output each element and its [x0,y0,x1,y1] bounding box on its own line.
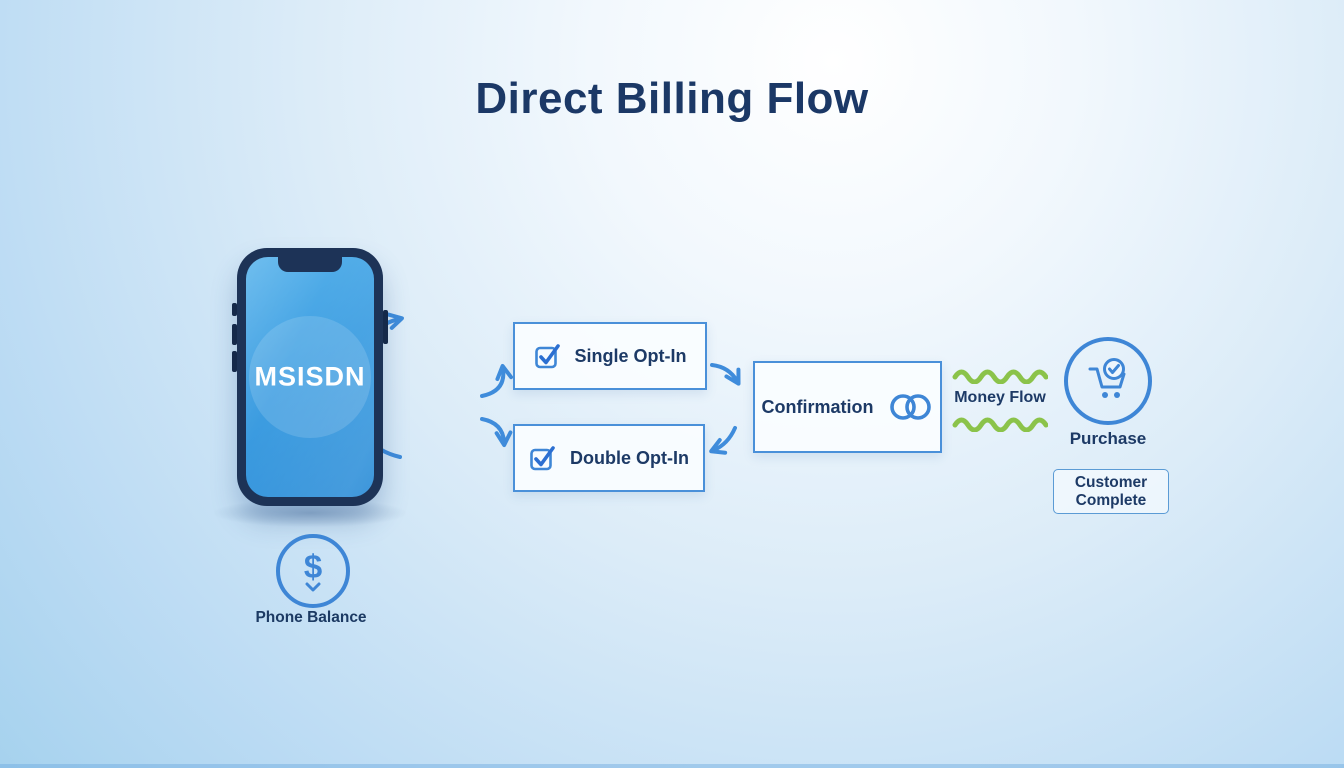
single-opt-in-label: Single Opt-In [574,345,687,366]
phone-side-button [232,351,237,372]
phone-balance-label: Phone Balance [255,609,367,626]
money-wave-icon [952,369,1048,384]
confirmation-label: Confirmation [761,396,874,417]
single-opt-in-box: Single Opt-In [513,322,707,390]
money-flow: Money Flow [948,364,1052,432]
bottom-edge-strip [0,764,1344,768]
customer-complete-label: Customer Complete [1074,474,1148,509]
double-opt-in-box: Double Opt-In [513,424,705,492]
phone-screen: MSISDN [246,257,374,497]
screen-sheen [246,257,374,497]
arrow-to-single-opt-in [480,363,514,398]
arrow-single-to-confirmation [710,363,741,386]
money-flow-label: Money Flow [954,389,1046,406]
shopping-cart-check-icon [1088,358,1126,398]
link-icon [889,394,931,420]
money-wave-icon [952,417,1048,432]
phone-notch [278,257,342,272]
dollar-icon: $ [303,548,323,586]
arrow-confirmation-to-double [709,426,737,455]
checkbox-checked-icon [534,344,560,369]
checkbox-checked-icon [530,446,555,471]
page-title: Direct Billing Flow [475,74,869,123]
confirmation-box: Confirmation [753,361,942,453]
purchase-label: Purchase [1069,429,1147,448]
phone-illustration: MSISDN [232,248,388,506]
phone-side-button [232,303,237,316]
customer-complete-box: Customer Complete [1053,469,1169,514]
phone-side-button [232,324,237,345]
chevron-down-icon [305,582,321,592]
arrow-to-double-opt-in [480,417,513,448]
phone-balance-icon: $ [276,534,350,608]
purchase-icon-circle [1064,337,1152,425]
screen-glow-circle [249,316,371,438]
double-opt-in-label: Double Opt-In [570,447,689,468]
phone-side-button [383,310,388,344]
msisdn-label: MSISDN [254,361,366,392]
